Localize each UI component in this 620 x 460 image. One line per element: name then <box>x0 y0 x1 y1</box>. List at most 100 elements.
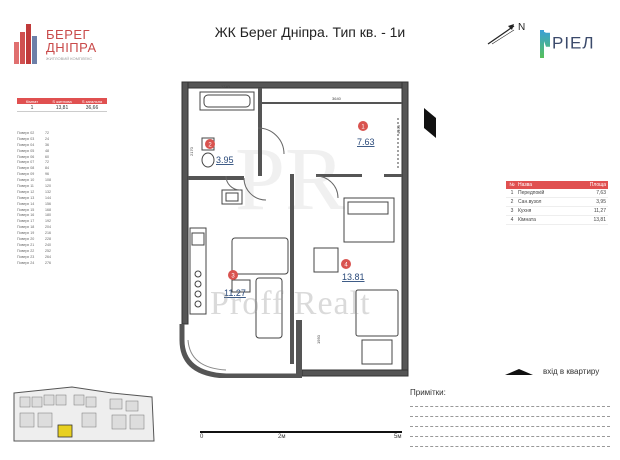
floor-value: 264 <box>45 254 51 259</box>
agency-mark-icon <box>540 30 550 58</box>
dim-bath: 2170 <box>189 146 194 156</box>
logo-bars-icon <box>14 24 42 64</box>
floor-name: Поверх 12 <box>17 189 35 194</box>
notes-lines <box>410 397 610 447</box>
watermark: Proff Realt <box>210 285 371 322</box>
floor-name: Поверх 15 <box>17 207 35 212</box>
legend-name: Кухня <box>518 208 532 214</box>
floor-name: Поверх 18 <box>17 225 35 230</box>
room-marker-2 <box>205 139 215 149</box>
legend-num: 3 <box>510 208 514 214</box>
floor-value: 228 <box>45 236 51 241</box>
floor-name: Поверх 17 <box>17 219 35 224</box>
legend-name: Сан.вузол <box>518 199 542 205</box>
floor-value: 120 <box>45 183 51 188</box>
room-area-4: 13.81 <box>342 272 365 282</box>
floor-name: Поверх 08 <box>17 166 35 171</box>
north-arrow-icon <box>487 24 515 45</box>
floor-value: 276 <box>45 260 51 265</box>
north-indicator: N <box>486 20 526 49</box>
floor-value: 180 <box>45 213 51 218</box>
floor-value: 204 <box>45 225 51 230</box>
floor-name: Поверх 20 <box>17 236 35 241</box>
brand-subtitle: ЖИТЛОВИЙ КОМПЛЕКС <box>46 56 93 61</box>
floor-value: 72 <box>45 130 49 135</box>
room-marker-3 <box>228 270 238 280</box>
floor-value: 132 <box>45 189 51 194</box>
floor-name: Поверх 13 <box>17 195 35 200</box>
legend-num: 4 <box>510 217 514 223</box>
summary-rooms: 1 <box>30 104 34 111</box>
kitchen-fixtures <box>189 227 289 339</box>
apartment-highlight <box>57 424 73 438</box>
floor-row: Поверх 06 60 <box>17 154 67 160</box>
floor-name: Поверх 22 <box>17 248 35 253</box>
summary-header: Кімнат S житлова S загальна <box>17 98 107 104</box>
brand-name: БЕРЕГ ДНІПРА <box>46 27 97 55</box>
floor-value: 60 <box>45 154 49 159</box>
entry-legend: вхід в квартиру <box>505 367 599 376</box>
floor-value: 168 <box>45 207 51 212</box>
room-number-1: 1 <box>361 125 365 131</box>
floor-name: Поверх 07 <box>17 160 35 165</box>
entry-label: вхід в квартиру <box>543 367 600 376</box>
summary-header-living: S житлова <box>52 98 72 104</box>
floor-row: Поверх 16 180 <box>17 212 67 218</box>
dim-top: 1740 <box>221 84 231 89</box>
legend-area: 3,95 <box>596 199 606 205</box>
scale-end: 5м <box>394 434 402 440</box>
floor-name: Поверх 21 <box>17 242 35 247</box>
legend-num: 1 <box>510 190 514 196</box>
floor-row: Поверх 12 132 <box>17 189 67 195</box>
legend-area: 11,27 <box>593 208 606 214</box>
legend-row: 3 Кухня 11,27 <box>506 207 608 216</box>
floor-value: 144 <box>45 195 51 200</box>
floor-name: Поверх 02 <box>17 130 35 135</box>
floor-row: Поверх 08 84 <box>17 165 67 171</box>
scale-line <box>200 431 402 433</box>
legend-area: 7,63 <box>596 190 606 196</box>
legend-header-num: № <box>509 182 515 188</box>
floor-name: Поверх 24 <box>17 260 35 265</box>
legend-num: 2 <box>510 199 514 205</box>
summary-total: 36,66 <box>85 104 99 111</box>
floor-name: Поверх 09 <box>17 172 35 177</box>
room-furniture <box>313 118 399 365</box>
bath-fixtures <box>199 91 255 205</box>
dim-hall: 3640 <box>332 96 342 101</box>
legend-header-name: Назва <box>518 182 533 188</box>
scale-mid: 2м <box>278 434 286 440</box>
floor-value: 48 <box>45 148 49 153</box>
floor-value: 84 <box>45 166 49 171</box>
floor-value: 96 <box>45 172 49 177</box>
developer-logo: БЕРЕГ ДНІПРА ЖИТЛОВИЙ КОМПЛЕКС <box>10 18 120 73</box>
entry-triangle-icon <box>505 368 533 375</box>
notes-label: Примітки: <box>410 388 446 397</box>
legend-header: № Назва Площа <box>506 181 608 189</box>
scale-bar: 0 2м 5м <box>200 428 402 442</box>
floor-row: Поверх 22 252 <box>17 248 67 254</box>
floor-value: 72 <box>45 160 49 165</box>
room-number-2: 2 <box>208 143 212 149</box>
room-marker-1 <box>358 121 368 131</box>
room-marker-4 <box>341 259 351 269</box>
dim-right: 4490 <box>396 124 401 134</box>
legend-header-area: Площа <box>589 182 606 188</box>
floor-name: Поверх 06 <box>17 154 35 159</box>
floor-name: Поверх 16 <box>17 213 35 218</box>
page-title: ЖК Берег Дніпра. Тип кв. - 1и <box>214 24 406 40</box>
summary-header-rooms: Кімнат <box>25 98 39 104</box>
dim-corridor: 1950 <box>316 334 321 344</box>
floor-value: 24 <box>45 136 49 141</box>
floor-value: 252 <box>45 248 51 253</box>
